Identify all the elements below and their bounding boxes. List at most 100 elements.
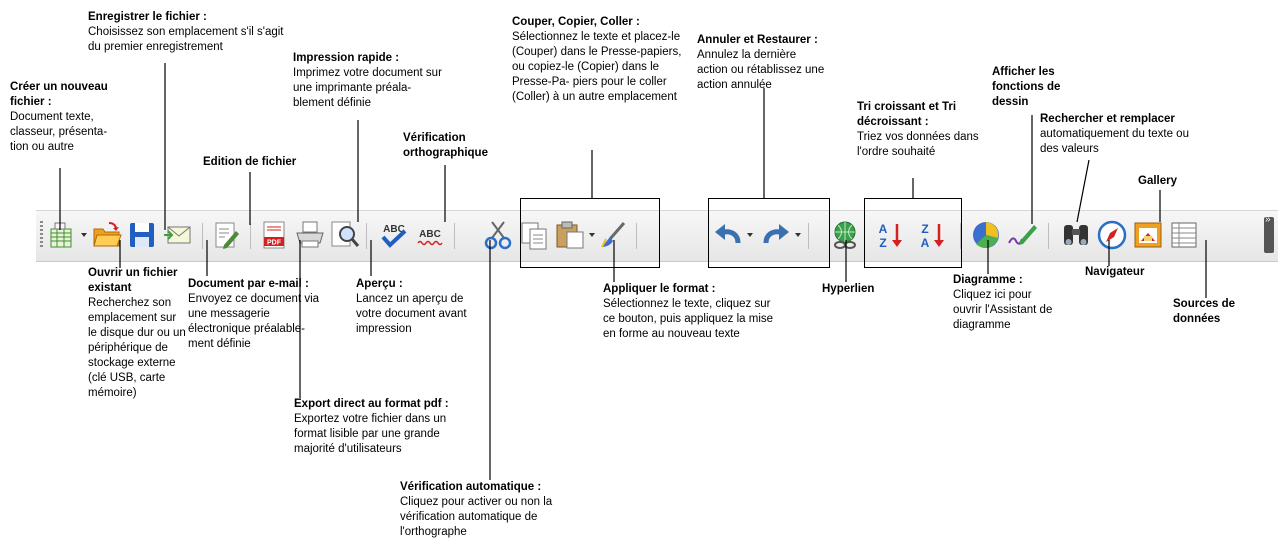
- annotation-chart: Diagramme : Cliquez ici pour ouvrir l'As…: [953, 273, 1053, 333]
- annotation-title: Navigateur: [1085, 266, 1145, 278]
- annotation-title: Vérification automatique :: [400, 481, 542, 493]
- annotation-title: Diagramme :: [953, 274, 1023, 286]
- abc-label: ABC: [419, 229, 441, 240]
- annotation-pdf: Export direct au format pdf : Exportez v…: [294, 397, 469, 457]
- annotation-desc: Cliquez pour activer ou non la vérificat…: [400, 496, 553, 538]
- annotation-title: Impression rapide :: [293, 52, 400, 64]
- toolbar-separator: [366, 223, 367, 249]
- annotation-title: Hyperlien: [822, 283, 875, 295]
- toolbar-overflow-button[interactable]: [1264, 214, 1274, 253]
- group-box-undo-redo: [708, 198, 830, 268]
- format-paintbrush-icon[interactable]: [598, 219, 630, 251]
- chevron-down-icon[interactable]: [80, 231, 88, 239]
- toolbar-grip[interactable]: [40, 221, 43, 249]
- annotation-undo-redo: Annuler et Restaurer : Annulez la derniè…: [697, 33, 827, 93]
- gallery-icon[interactable]: [1132, 219, 1164, 251]
- undo-icon[interactable]: [712, 219, 744, 251]
- annotation-desc: Envoyez ce document via une messagerie é…: [188, 293, 320, 350]
- copy-icon[interactable]: [518, 219, 550, 251]
- sort-letter: A: [921, 236, 930, 250]
- find-replace-binoculars-icon[interactable]: [1060, 219, 1092, 251]
- preview-magnifier-icon[interactable]: [328, 219, 360, 251]
- toolbar-separator: [250, 223, 251, 249]
- sort-letter: Z: [921, 222, 928, 236]
- new-document-icon[interactable]: [46, 219, 78, 251]
- toolbar-separator: [808, 223, 809, 249]
- annotation-title: Ouvrir un fichier existant: [88, 267, 178, 294]
- chevron-down-icon[interactable]: [794, 231, 802, 239]
- annotation-title: Couper, Copier, Coller :: [512, 16, 640, 28]
- annotation-desc: Annulez la dernière action ou rétablisse…: [697, 49, 825, 91]
- chart-pie-icon[interactable]: [970, 219, 1002, 251]
- spellcheck-icon[interactable]: ABC: [378, 219, 410, 251]
- annotation-new-file: Créer un nouveau fichier : Document text…: [10, 80, 135, 155]
- data-sources-icon[interactable]: [1168, 219, 1200, 251]
- annotation-title: Export direct au format pdf :: [294, 398, 449, 410]
- group-box-sort: [864, 198, 962, 268]
- annotation-desc: Sélectionnez le texte, cliquez sur ce bo…: [603, 298, 774, 340]
- sort-letter: A: [879, 222, 888, 236]
- save-disk-icon[interactable]: [126, 219, 158, 251]
- annotation-draw: Afficher les fonctions de dessin: [992, 65, 1067, 110]
- draw-functions-icon[interactable]: [1006, 219, 1038, 251]
- annotation-title: Annuler et Restaurer :: [697, 34, 818, 46]
- annotation-desc: Recherchez son emplacement sur le disque…: [88, 297, 186, 399]
- annotation-email: Document par e-mail : Envoyez ce documen…: [188, 277, 328, 352]
- toolbar-separator: [636, 223, 637, 249]
- annotation-desc: Sélectionnez le texte et placez-le (Coup…: [512, 31, 682, 103]
- hyperlink-globe-icon[interactable]: [829, 219, 861, 251]
- cut-scissors-icon[interactable]: [482, 219, 514, 251]
- annotation-sort: Tri croissant et Tri décroissant : Triez…: [857, 100, 1002, 160]
- toolbar-separator: [960, 223, 961, 249]
- edit-file-icon[interactable]: [210, 219, 242, 251]
- print-icon[interactable]: [294, 219, 326, 251]
- annotation-title: Document par e-mail :: [188, 278, 309, 290]
- annotation-desc: automatiquement du texte ou des valeurs: [1040, 128, 1189, 155]
- paste-clipboard-icon[interactable]: [554, 219, 586, 251]
- autospellcheck-icon[interactable]: ABC: [414, 219, 446, 251]
- annotation-title: Sources de données: [1173, 298, 1235, 325]
- annotation-spellcheck: Vérification orthographique: [403, 131, 503, 161]
- annotation-navigator: Navigateur: [1085, 265, 1144, 280]
- annotation-desc: Choisissez son emplacement s'il s'agit d…: [88, 26, 284, 53]
- annotation-find-replace: Rechercher et remplacer automatiquement …: [1040, 112, 1205, 157]
- annotation-autospell: Vérification automatique : Cliquez pour …: [400, 480, 580, 540]
- annotation-title: Aperçu :: [356, 278, 403, 290]
- pdf-label: PDF: [267, 240, 282, 247]
- redo-icon[interactable]: [760, 219, 792, 251]
- chevron-down-icon[interactable]: [588, 231, 596, 239]
- group-box-clipboard: [520, 198, 660, 268]
- annotation-title: Tri croissant et Tri décroissant :: [857, 101, 957, 128]
- annotation-preview: Aperçu : Lancez un aperçu de votre docum…: [356, 277, 471, 337]
- sort-letter: Z: [879, 236, 886, 250]
- annotation-desc: Cliquez ici pour ouvrir l'Assistant de d…: [953, 289, 1053, 331]
- annotation-title: Créer un nouveau fichier :: [10, 81, 108, 108]
- annotation-title: Edition de fichier: [203, 156, 297, 168]
- annotation-title: Enregistrer le fichier :: [88, 11, 207, 23]
- toolbar-separator: [454, 223, 455, 249]
- annotation-save: Enregistrer le fichier : Choisissez son …: [88, 10, 288, 55]
- annotation-title: Appliquer le format :: [603, 283, 716, 295]
- email-envelope-icon[interactable]: [162, 219, 194, 251]
- annotation-desc: Triez vos données dans l'ordre souhaité: [857, 131, 979, 158]
- toolbar-separator: [1048, 223, 1049, 249]
- annotation-data-sources: Sources de données: [1173, 297, 1253, 327]
- annotation-title: Afficher les fonctions de dessin: [992, 66, 1061, 108]
- annotation-gallery: Gallery: [1138, 174, 1177, 189]
- annotation-desc: Exportez votre fichier dans un format li…: [294, 413, 447, 455]
- export-pdf-icon[interactable]: PDF: [258, 219, 290, 251]
- open-folder-icon[interactable]: [91, 219, 123, 251]
- navigator-compass-icon[interactable]: [1096, 219, 1128, 251]
- annotation-desc: Lancez un aperçu de votre document avant…: [356, 293, 467, 335]
- annotation-hyperlink: Hyperlien: [822, 282, 874, 297]
- chevron-down-icon[interactable]: [746, 231, 754, 239]
- annotation-open: Ouvrir un fichier existant Recherchez so…: [88, 266, 188, 401]
- annotation-title: Vérification orthographique: [403, 132, 488, 159]
- annotation-title: Rechercher et remplacer: [1040, 113, 1175, 125]
- annotation-title: Gallery: [1138, 175, 1177, 187]
- annotation-format: Appliquer le format : Sélectionnez le te…: [603, 282, 778, 342]
- annotation-print: Impression rapide : Imprimez votre docum…: [293, 51, 443, 111]
